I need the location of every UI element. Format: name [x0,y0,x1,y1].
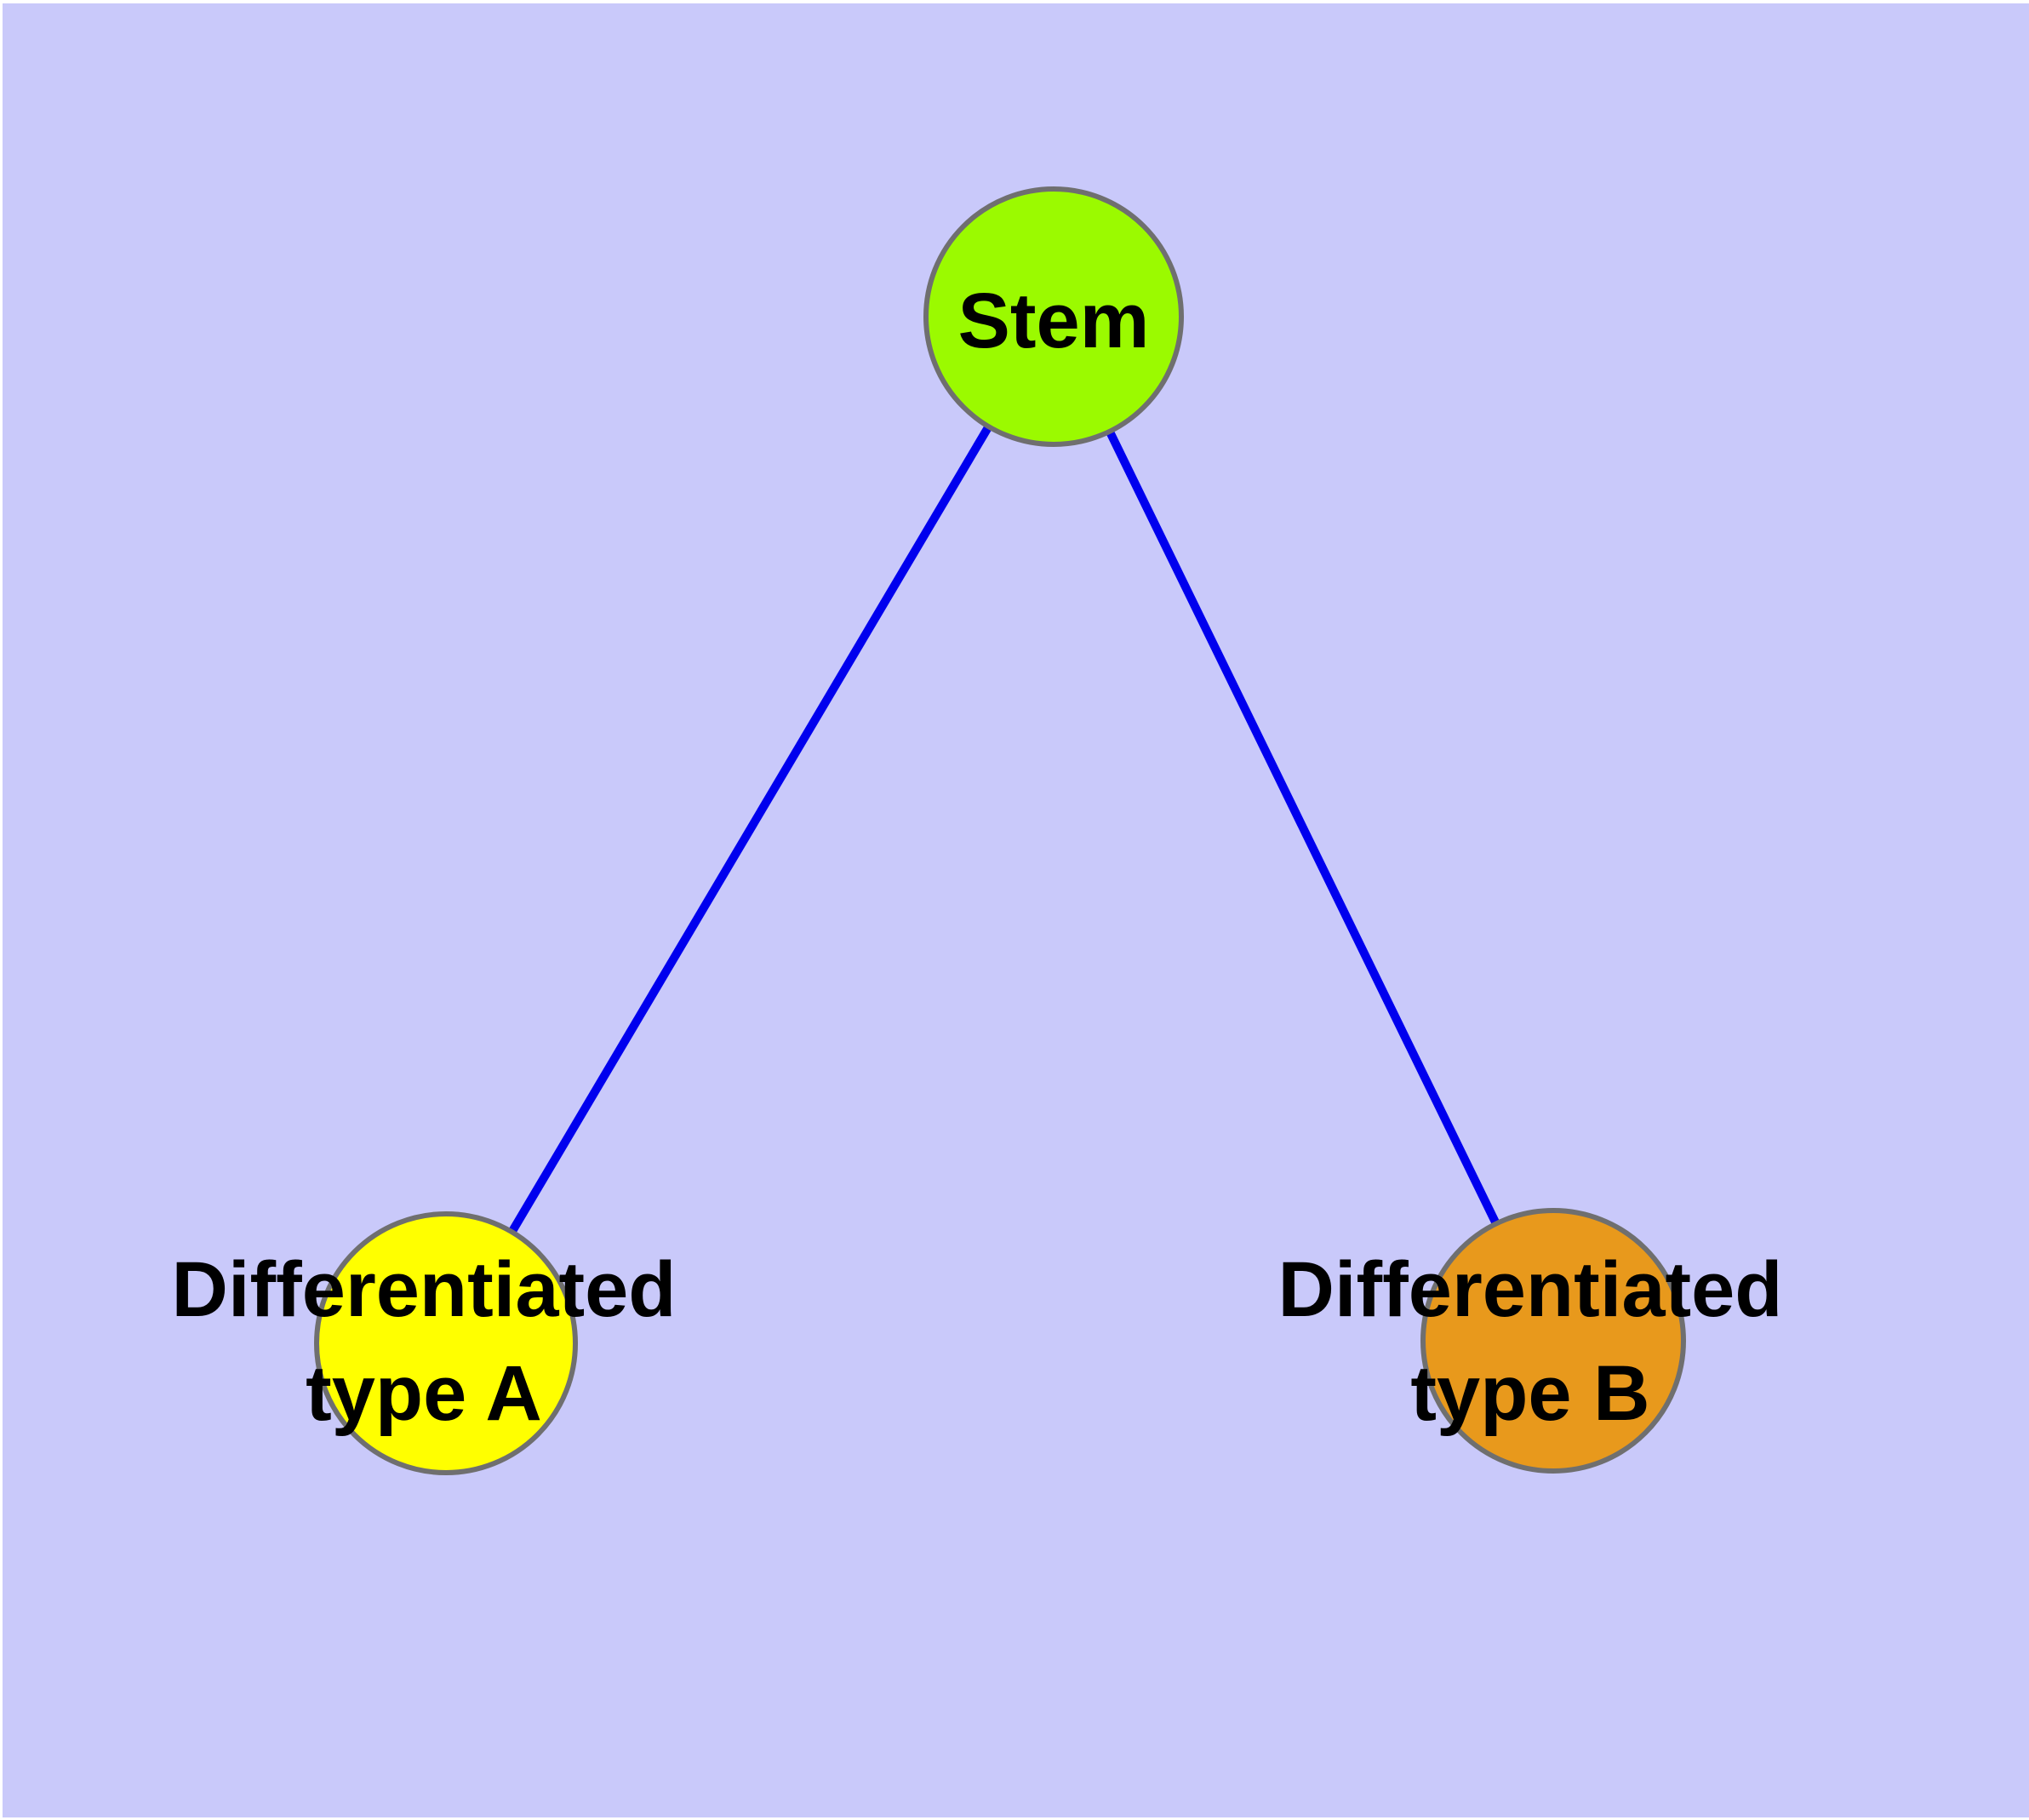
node-stem-label: Stem [958,278,1150,364]
node-type-a-label-line2: type A [306,1350,542,1437]
node-type-a [314,1211,578,1475]
node-type-a-label-line1: Differentiated [172,1246,677,1333]
node-type-b-label-line2: type B [1410,1350,1649,1437]
edge-stem-to-type-b [1049,314,1557,1343]
node-stem [923,186,1184,447]
node-type-b [1420,1208,1686,1474]
node-type-b-label-line1: Differentiated [1278,1246,1783,1333]
edge-stem-to-type-a [442,314,1058,1346]
